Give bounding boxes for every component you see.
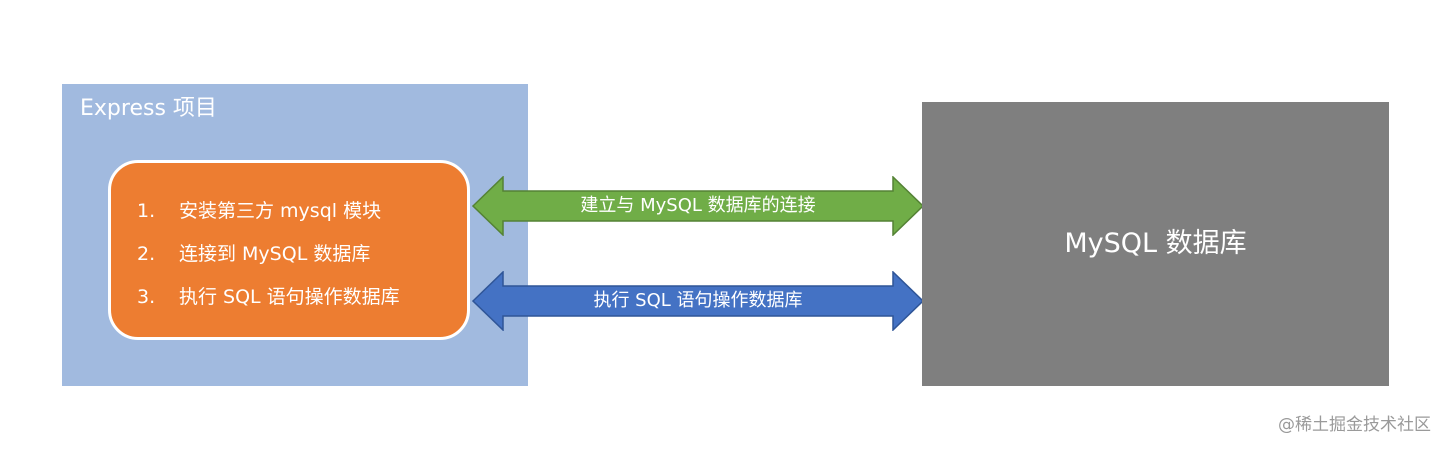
step-text: 连接到 MySQL 数据库 <box>179 243 371 265</box>
step-item-connect: 2. 连接到 MySQL 数据库 <box>137 241 370 267</box>
connect-arrow: 建立与 MySQL 数据库的连接 <box>472 176 924 236</box>
step-number: 1. <box>137 200 156 222</box>
step-text: 执行 SQL 语句操作数据库 <box>179 286 400 308</box>
express-project-title: Express 项目 <box>80 96 217 121</box>
step-number: 2. <box>137 243 156 265</box>
step-text: 安装第三方 mysql 模块 <box>179 200 382 222</box>
steps-box: 1. 安装第三方 mysql 模块 2. 连接到 MySQL 数据库 3. 执行 SQ… <box>108 160 470 340</box>
step-item-execute: 3. 执行 SQL 语句操作数据库 <box>137 284 400 310</box>
connect-arrow-label: 建立与 MySQL 数据库的连接 <box>580 195 816 216</box>
step-number: 3. <box>137 286 156 308</box>
mysql-database-box: MySQL 数据库 <box>922 102 1389 386</box>
mysql-database-label: MySQL 数据库 <box>1064 228 1247 259</box>
watermark: @稀土掘金技术社区 <box>1278 415 1431 435</box>
step-item-install: 1. 安装第三方 mysql 模块 <box>137 198 381 224</box>
express-project-box: Express 项目 1. 安装第三方 mysql 模块 2. 连接到 MySQL … <box>62 84 528 386</box>
execute-arrow-label: 执行 SQL 语句操作数据库 <box>593 290 803 311</box>
execute-arrow: 执行 SQL 语句操作数据库 <box>472 271 924 331</box>
